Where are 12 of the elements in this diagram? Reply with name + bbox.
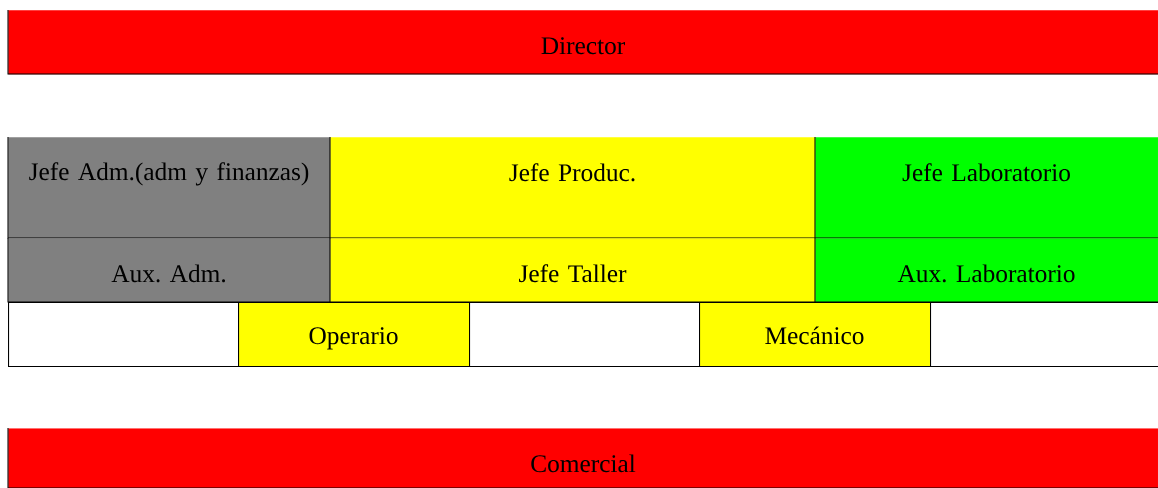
position-box: Jefe Laboratorio bbox=[814, 136, 1158, 239]
position-box: Mecánico bbox=[699, 302, 932, 368]
position-box: Aux. Laboratorio bbox=[814, 237, 1158, 303]
position-box: Director bbox=[7, 9, 1158, 75]
node-label: Aux. Adm. bbox=[111, 264, 226, 283]
position-box: Jefe Produc. bbox=[329, 136, 816, 239]
position-box: Comercial bbox=[7, 427, 1158, 488]
position-box: Operario bbox=[238, 302, 471, 368]
node-label: Jefe Taller bbox=[519, 264, 627, 283]
position-box: Jefe Adm.(adm y finanzas) bbox=[7, 136, 331, 239]
position-box: Aux. Adm. bbox=[7, 237, 331, 303]
node-label: Aux. Laboratorio bbox=[897, 264, 1075, 283]
